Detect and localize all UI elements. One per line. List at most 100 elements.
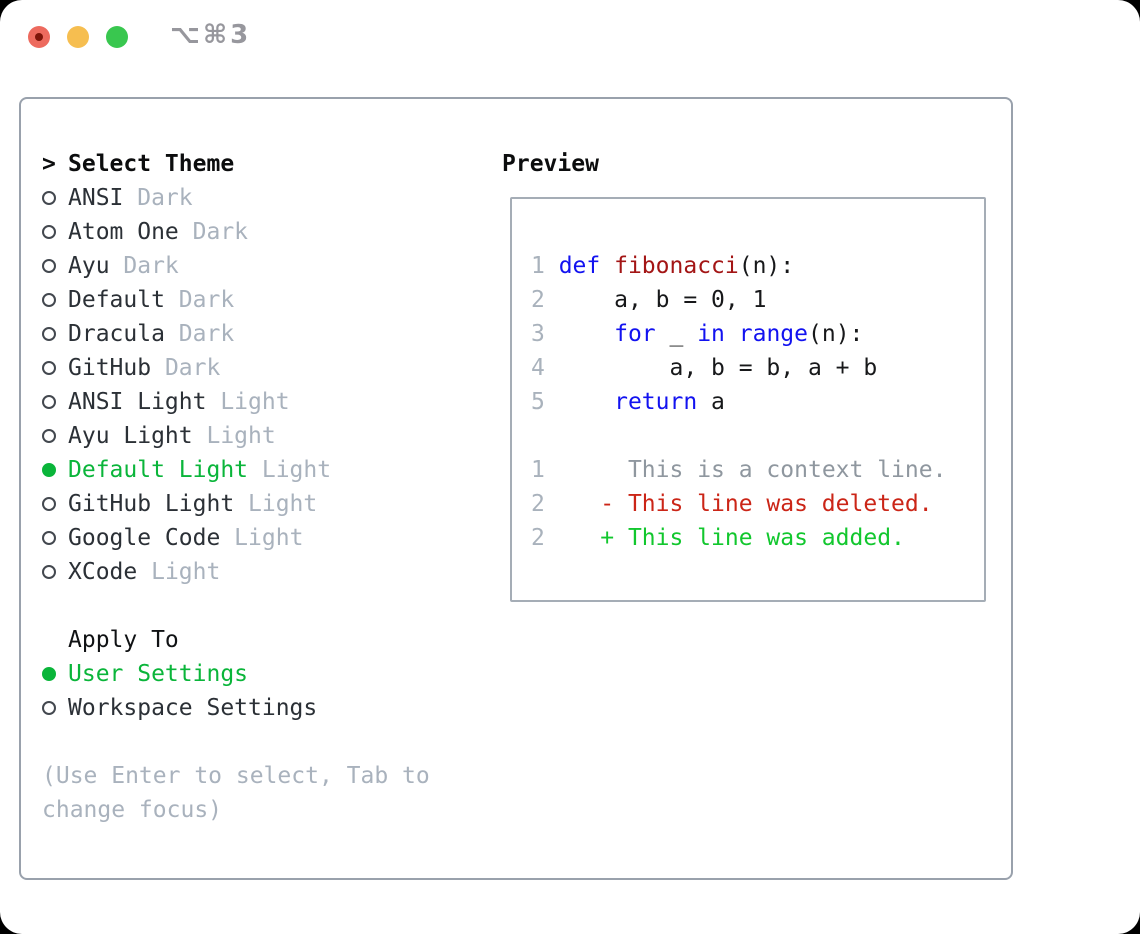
line-number: 2 (531, 525, 545, 551)
line-number: 2 (531, 491, 545, 517)
radio-unselected-icon (42, 327, 68, 341)
code-token-plain: (n): (808, 321, 864, 347)
code-token-plain (545, 491, 600, 517)
code-token-plain (725, 321, 739, 347)
theme-variant-label: Light (248, 457, 332, 483)
preview-title: Preview (502, 151, 599, 177)
code-token-plain: (n): (738, 253, 795, 279)
theme-option-label: Ayu Light (68, 423, 193, 449)
theme-option-default-light[interactable]: Default Light Light (42, 453, 482, 487)
theme-option-label: GitHub (68, 355, 152, 381)
code-line: 2 a, b = 0, 1 (531, 283, 984, 317)
theme-option-label: Ayu (68, 253, 110, 279)
theme-variant-label: Dark (109, 253, 179, 279)
radio-selected-icon (42, 667, 68, 681)
code-line: 1 This is a context line. (531, 453, 984, 487)
focus-caret-icon: > (42, 151, 56, 177)
zoom-icon[interactable] (106, 26, 128, 48)
code-line (531, 419, 984, 453)
code-token-plain (559, 389, 614, 415)
theme-option-github[interactable]: GitHub Dark (42, 351, 482, 385)
code-token-plain (545, 525, 600, 551)
theme-option-xcode[interactable]: XCode Light (42, 555, 482, 589)
theme-option-atom-one[interactable]: Atom One Dark (42, 215, 482, 249)
theme-variant-label: Light (220, 525, 304, 551)
theme-option-ayu-light[interactable]: Ayu Light Light (42, 419, 482, 453)
code-token-keyword: in (697, 321, 725, 347)
radio-selected-icon (42, 463, 68, 477)
theme-option-github-light[interactable]: GitHub Light Light (42, 487, 482, 521)
apply-option-user-settings[interactable]: User Settings (42, 657, 482, 691)
theme-option-label: XCode (68, 559, 138, 585)
code-token-plain: a, b = 0, 1 (558, 287, 767, 313)
theme-option-label: Atom One (68, 219, 179, 245)
code-token-keyword: for (614, 321, 656, 347)
code-token-deleted: - This line was deleted. (600, 491, 933, 517)
code-line: 2 - This line was deleted. (531, 487, 984, 521)
radio-unselected-icon (42, 429, 68, 443)
code-token-keyword: range (738, 321, 808, 347)
code-token-added: + This line was added. (600, 525, 905, 551)
theme-option-ansi-light[interactable]: ANSI Light Light (42, 385, 482, 419)
theme-option-label: ANSI Light (68, 389, 207, 415)
radio-unselected-icon (42, 361, 68, 375)
theme-variant-label: Light (137, 559, 221, 585)
code-line: 1 def fibonacci(n): (531, 249, 984, 283)
select-theme-header: > Select Theme (42, 147, 482, 181)
titlebar: ⌥⌘3 (0, 0, 1140, 97)
line-number: 2 (531, 287, 559, 313)
code-token-plain: a (697, 389, 725, 415)
code-line: 5 return a (531, 385, 984, 419)
line-number: 1 (531, 457, 545, 483)
traffic-lights (28, 26, 128, 48)
code-token-keyword: def (558, 253, 601, 279)
code-token-context: This is a context line. (627, 457, 947, 483)
line-number: 1 (531, 253, 559, 279)
radio-unselected-icon (42, 293, 68, 307)
theme-option-label: Default (68, 287, 165, 313)
theme-option-ansi[interactable]: ANSI Dark (42, 181, 482, 215)
code-line: 3 for _ in range(n): (531, 317, 984, 351)
code-token-keyword: return (614, 389, 698, 415)
theme-option-default[interactable]: Default Dark (42, 283, 482, 317)
code-token-function: fibonacci (614, 253, 739, 279)
theme-option-label: Default Light (68, 457, 249, 483)
theme-variant-label: Dark (151, 355, 221, 381)
theme-option-dracula[interactable]: Dracula Dark (42, 317, 482, 351)
close-icon[interactable] (28, 26, 50, 48)
theme-variant-label: Light (206, 389, 290, 415)
line-number: 3 (531, 321, 559, 347)
theme-variant-label: Dark (164, 321, 235, 347)
theme-variant-label: Dark (123, 185, 193, 211)
radio-unselected-icon (42, 701, 68, 715)
apply-to-label: Apply To (68, 627, 179, 653)
radio-unselected-icon (42, 225, 68, 239)
radio-unselected-icon (42, 191, 68, 205)
theme-option-ayu[interactable]: Ayu Dark (42, 249, 482, 283)
code-token-plain (600, 253, 614, 279)
line-number: 5 (531, 389, 559, 415)
select-theme-label: Select Theme (68, 151, 235, 177)
theme-variant-label: Dark (164, 287, 235, 313)
code-token-plain (559, 321, 614, 347)
theme-option-label: GitHub Light (68, 491, 235, 517)
apply-to-header: Apply To (42, 623, 482, 657)
apply-option-workspace-settings[interactable]: Workspace Settings (42, 691, 482, 725)
close-dot-icon (35, 33, 43, 41)
code-line: 4 a, b = b, a + b (531, 351, 984, 385)
minimize-icon[interactable] (67, 26, 89, 48)
code-token-plain: _ (655, 321, 698, 347)
theme-option-label: Dracula (68, 321, 165, 347)
theme-variant-label: Dark (178, 219, 249, 245)
theme-option-label: Google Code (68, 525, 221, 551)
theme-option-label: ANSI (68, 185, 124, 211)
theme-option-google-code[interactable]: Google Code Light (42, 521, 482, 555)
apply-option-label: Workspace Settings (68, 695, 318, 721)
